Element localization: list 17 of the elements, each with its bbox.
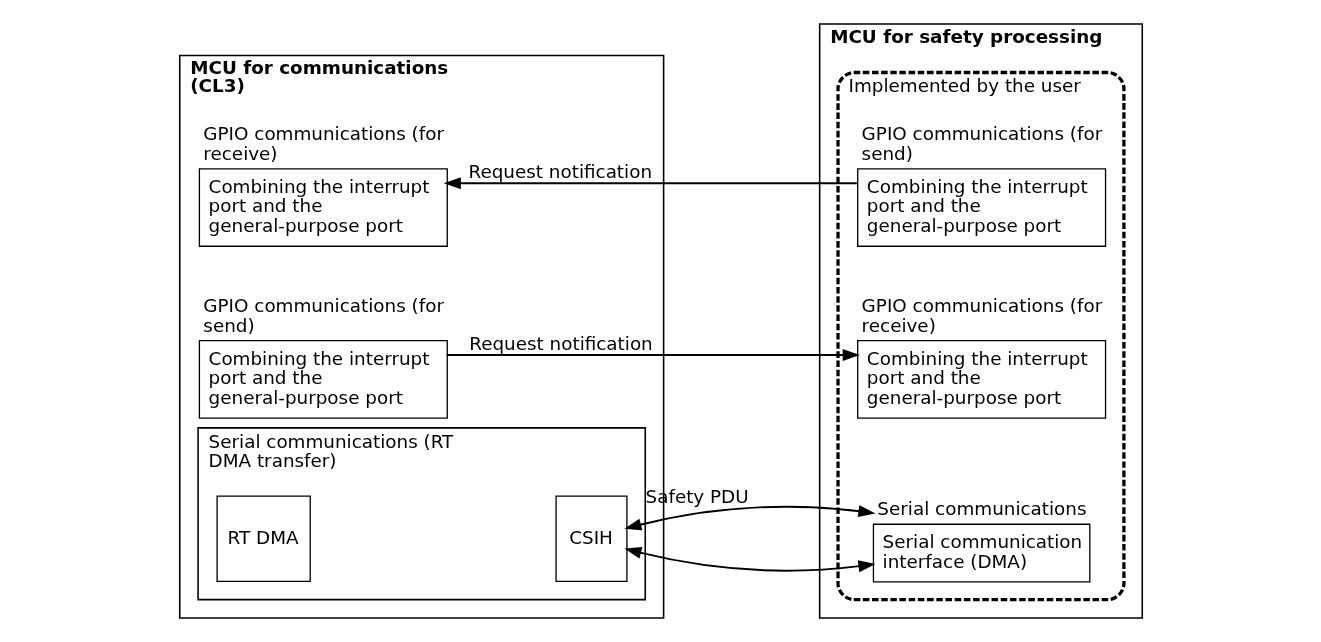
node-box: Combining the interrupt port and the general-purpose port xyxy=(856,168,1106,247)
node-label: GPIO communications (for send) xyxy=(861,123,1102,164)
node-label: GPIO communications (for send) xyxy=(202,295,444,336)
node-label: GPIO communications (for receive) xyxy=(202,123,444,164)
node-label: GPIO communications (for receive) xyxy=(861,295,1102,336)
node-box: Combining the interrupt port and the general-purpose port xyxy=(856,340,1106,419)
edge-label: Request notification xyxy=(468,333,653,355)
node-box: Combining the interrupt port and the general-purpose port xyxy=(198,340,448,419)
edge-label: Request notification xyxy=(468,161,652,183)
node-box: RT DMA xyxy=(215,495,311,582)
node-label: Serial communications xyxy=(876,498,1087,520)
arrow xyxy=(443,177,858,190)
node-box: CSIH xyxy=(554,495,628,582)
node-box: Combining the interrupt port and the general-purpose port xyxy=(198,168,448,247)
arrow xyxy=(623,505,875,573)
arrow xyxy=(445,349,860,362)
node-box: Serial communication interface (DMA) xyxy=(872,523,1090,583)
